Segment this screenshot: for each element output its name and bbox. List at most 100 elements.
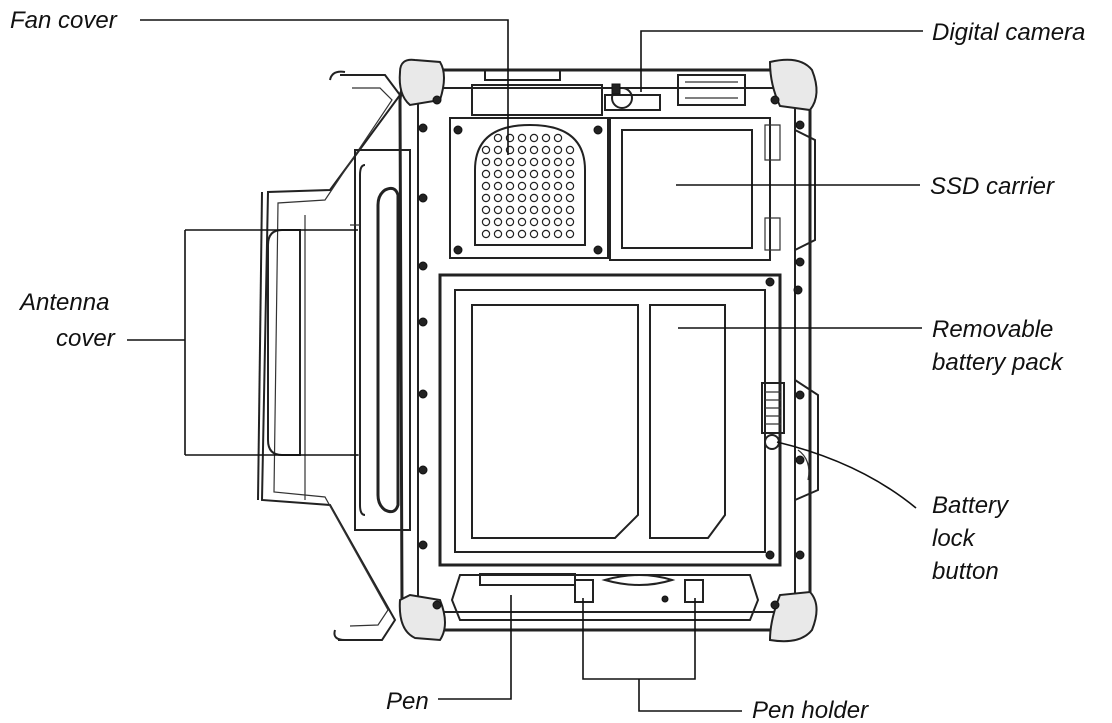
- vent-hole: [481, 205, 491, 215]
- vent-hole: [481, 193, 491, 203]
- vent-hole: [493, 229, 503, 239]
- vent-hole: [481, 169, 491, 179]
- battery-lock-leader: [776, 441, 917, 509]
- vent-hole: [529, 157, 539, 167]
- vent-hole: [481, 217, 491, 227]
- antenna-cover-shape: [257, 70, 411, 641]
- vent-hole: [529, 205, 539, 215]
- vent-hole: [529, 133, 539, 143]
- vent-hole: [541, 169, 551, 179]
- digital-camera-leader: [640, 30, 923, 92]
- fan-cover-leader: [140, 19, 509, 155]
- pen-holder-label: Pen holder: [752, 697, 869, 723]
- vent-hole: [481, 181, 491, 191]
- battery-lock-label-line2: lock: [932, 525, 977, 552]
- vent-hole: [493, 157, 503, 167]
- vent-hole: [505, 217, 515, 227]
- vent-hole: [565, 169, 575, 179]
- pen-shape: [450, 573, 760, 621]
- vent-hole: [505, 181, 515, 191]
- vent-hole: [541, 133, 551, 143]
- vent-hole: [529, 217, 539, 227]
- vent-hole: [565, 229, 575, 239]
- vent-hole: [517, 205, 527, 215]
- vent-hole: [553, 133, 563, 143]
- vent-hole: [553, 181, 563, 191]
- vent-hole: [529, 193, 539, 203]
- fan-cover-shape: [449, 117, 609, 259]
- digital-camera-label: Digital camera: [932, 19, 1085, 46]
- vent-hole: [505, 169, 515, 179]
- vent-hole: [529, 145, 539, 155]
- pen-holder-shape: [574, 579, 704, 603]
- callout-labels: Fan cover Digital camera SSD carrier Ant…: [10, 7, 1085, 723]
- vent-hole: [553, 217, 563, 227]
- vent-hole: [505, 145, 515, 155]
- vent-hole: [541, 193, 551, 203]
- vent-hole: [541, 217, 551, 227]
- vent-hole: [493, 181, 503, 191]
- vent-hole: [493, 217, 503, 227]
- vent-hole: [517, 229, 527, 239]
- vent-hole: [565, 157, 575, 167]
- vent-hole: [493, 133, 503, 143]
- vent-hole: [553, 205, 563, 215]
- antenna-cover-leader: [127, 229, 358, 456]
- vent-hole: [517, 181, 527, 191]
- vent-hole: [565, 145, 575, 155]
- removable-battery-label-line1: Removable: [932, 316, 1053, 343]
- vent-hole: [505, 193, 515, 203]
- vent-hole: [541, 157, 551, 167]
- vent-hole: [505, 133, 515, 143]
- tablet-body: [398, 58, 819, 643]
- pen-holder-leader: [582, 598, 742, 712]
- vent-hole: [517, 217, 527, 227]
- vent-hole: [493, 145, 503, 155]
- vent-hole: [493, 169, 503, 179]
- vent-hole: [529, 169, 539, 179]
- vent-hole: [493, 193, 503, 203]
- vent-hole: [565, 193, 575, 203]
- vent-hole: [541, 229, 551, 239]
- vent-hole: [529, 229, 539, 239]
- vent-hole: [565, 205, 575, 215]
- battery-lock-label-line1: Battery: [932, 492, 1010, 519]
- vent-hole: [565, 181, 575, 191]
- vent-hole: [517, 157, 527, 167]
- vent-hole: [481, 229, 491, 239]
- vent-hole: [517, 193, 527, 203]
- vent-hole: [517, 169, 527, 179]
- ssd-carrier-shape: [609, 117, 781, 261]
- vent-hole: [505, 205, 515, 215]
- vent-hole: [481, 145, 491, 155]
- vent-hole: [481, 157, 491, 167]
- vent-hole: [553, 145, 563, 155]
- vent-hole: [541, 181, 551, 191]
- vent-hole: [553, 157, 563, 167]
- vent-hole: [553, 193, 563, 203]
- vent-hole: [553, 169, 563, 179]
- pen-leader: [438, 595, 512, 700]
- vent-hole: [517, 145, 527, 155]
- antenna-cover-label-line2: cover: [56, 325, 116, 352]
- antenna-cover-label-line1: Antenna: [18, 289, 109, 316]
- fan-vent-holes: [481, 133, 575, 239]
- vent-hole: [553, 229, 563, 239]
- screws: [418, 95, 805, 610]
- ssd-carrier-label: SSD carrier: [930, 173, 1055, 200]
- vent-hole: [541, 205, 551, 215]
- pen-label: Pen: [386, 688, 429, 715]
- battery-pack-shape: [438, 273, 782, 567]
- digital-camera-shape: [604, 83, 661, 111]
- vent-hole: [505, 157, 515, 167]
- vent-hole: [565, 217, 575, 227]
- fan-cover-label: Fan cover: [10, 7, 118, 34]
- vent-hole: [529, 181, 539, 191]
- removable-battery-label-line2: battery pack: [932, 349, 1065, 376]
- vent-hole: [541, 145, 551, 155]
- leader-lines: [127, 19, 923, 712]
- vent-hole: [517, 133, 527, 143]
- vent-hole: [493, 205, 503, 215]
- vent-hole: [505, 229, 515, 239]
